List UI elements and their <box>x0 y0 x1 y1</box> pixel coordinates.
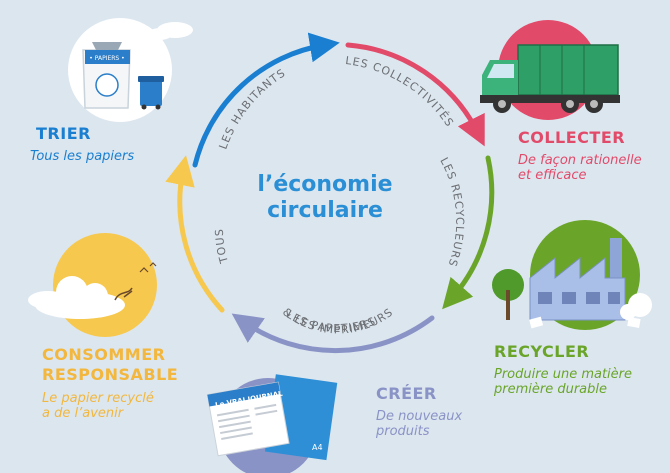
svg-text:& LES IMPRIMEURS: & LES IMPRIMEURS <box>280 305 396 336</box>
step-subtitle-recycler-1: Produire une matière <box>494 367 633 382</box>
arrow-creer-to-consommer <box>231 313 435 354</box>
center-title-line1: l’économie <box>257 172 393 197</box>
svg-text:TOUS: TOUS <box>213 228 231 266</box>
step-title-collecter: COLLECTER <box>518 128 626 147</box>
arc-label-collectivites: LES COLLECTIVITÉS <box>345 54 456 129</box>
step-title-trier: TRIER <box>36 124 91 143</box>
arc-label-tous: TOUS <box>213 228 230 266</box>
step-subtitle-creer-1: De nouveaux <box>376 409 463 424</box>
center-title: l’économie circulaire <box>230 172 420 224</box>
arrow-recycler-to-creer <box>442 155 495 310</box>
arrow-trier-to-collecter <box>192 32 340 168</box>
factory-illustration <box>492 220 652 330</box>
step-subtitle-collecter-2: et efficace <box>518 168 587 183</box>
step-subtitle-creer-2: produits <box>376 424 430 439</box>
paper-size-label: A4 <box>312 443 323 452</box>
sun-illustration <box>28 233 157 337</box>
step-subtitle-collecter-1: De façon rationelle <box>518 153 642 168</box>
arc-label-recycleurs: LES RECYCLEURS <box>437 155 465 269</box>
svg-text:LES COLLECTIVITÉS: LES COLLECTIVITÉS <box>345 54 457 129</box>
step-title-consommer-1: CONSOMMER <box>42 345 166 364</box>
bin-label: • PAPIERS • <box>89 55 124 62</box>
step-subtitle-recycler-2: première durable <box>494 382 608 397</box>
step-title-consommer-2: RESPONSABLE <box>42 365 179 384</box>
recycling-bin-illustration: • PAPIERS • <box>68 18 193 122</box>
step-subtitle-trier: Tous les papiers <box>30 149 135 164</box>
step-subtitle-consommer-2: a de l’avenir <box>42 406 124 421</box>
step-title-recycler: RECYCLER <box>494 342 590 361</box>
arrow-consommer-to-trier <box>165 155 225 313</box>
step-title-creer: CRÉER <box>376 384 437 403</box>
arrow-collecter-to-recycler <box>345 42 485 147</box>
garbage-truck-illustration <box>480 20 620 120</box>
step-subtitle-consommer-1: Le papier recyclé <box>42 391 154 406</box>
svg-text:LES RECYCLEURS: LES RECYCLEURS <box>437 155 466 269</box>
newspaper-illustration: A4 Le VRAI JOURNAL <box>206 374 338 473</box>
center-title-line2: circulaire <box>267 198 383 223</box>
arc-label-imprimeurs: & LES IMPRIMEURS <box>280 305 395 336</box>
